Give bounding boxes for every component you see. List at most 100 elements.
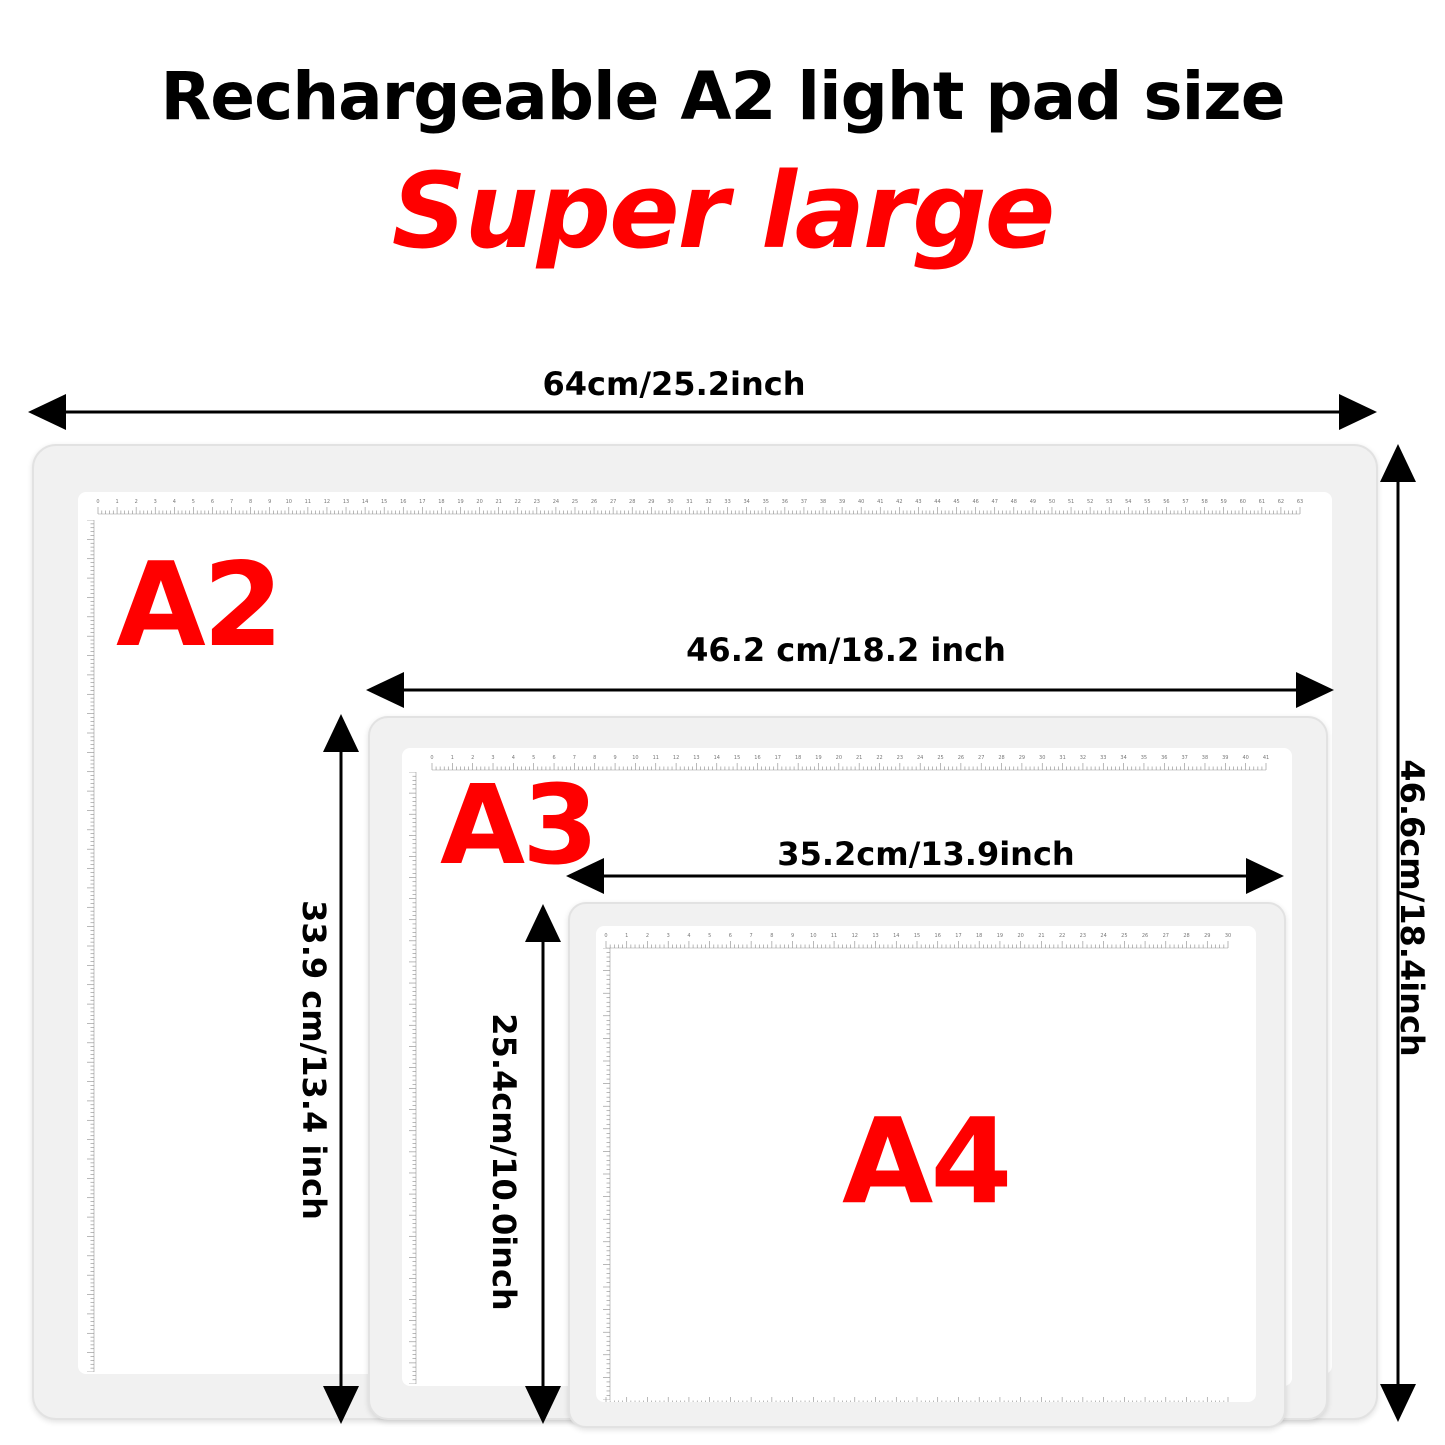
ruler-number: 56 bbox=[1163, 499, 1169, 505]
ruler-number: 21 bbox=[856, 755, 862, 761]
ruler-number: 43 bbox=[915, 499, 921, 505]
ruler-number: 9 bbox=[268, 499, 271, 505]
ruler-number: 31 bbox=[686, 499, 692, 505]
ruler-number: 37 bbox=[1181, 755, 1187, 761]
ruler-number: 47 bbox=[992, 499, 998, 505]
ruler-number: 22 bbox=[515, 499, 521, 505]
ruler-number: 33 bbox=[724, 499, 730, 505]
ruler-number: 18 bbox=[795, 755, 801, 761]
ruler-number: 62 bbox=[1278, 499, 1284, 505]
ruler-number: 10 bbox=[810, 933, 816, 939]
ruler-number: 20 bbox=[476, 499, 482, 505]
ruler-number: 28 bbox=[629, 499, 635, 505]
ruler-number: 35 bbox=[763, 499, 769, 505]
ruler-number: 44 bbox=[934, 499, 940, 505]
ruler-number: 3 bbox=[154, 499, 157, 505]
ruler-number: 12 bbox=[324, 499, 330, 505]
ruler-number: 12 bbox=[852, 933, 858, 939]
ruler-number: 58 bbox=[1201, 499, 1207, 505]
a3-size-label: A3 bbox=[440, 761, 599, 889]
ruler-number: 32 bbox=[1080, 755, 1086, 761]
ruler-number: 29 bbox=[1019, 755, 1025, 761]
ruler-number: 7 bbox=[573, 755, 576, 761]
ruler-number: 22 bbox=[876, 755, 882, 761]
ruler-number: 19 bbox=[457, 499, 463, 505]
ruler-number: 13 bbox=[343, 499, 349, 505]
ruler-number: 29 bbox=[648, 499, 654, 505]
ruler-number: 27 bbox=[1163, 933, 1169, 939]
ruler-number: 14 bbox=[714, 755, 720, 761]
ruler-number: 30 bbox=[1039, 755, 1045, 761]
ruler-number: 3 bbox=[667, 933, 670, 939]
ruler-number: 5 bbox=[532, 755, 535, 761]
a4-width-arrowhead-left bbox=[566, 858, 604, 894]
ruler-number: 0 bbox=[96, 499, 99, 505]
ruler-number: 34 bbox=[744, 499, 750, 505]
ruler-number: 25 bbox=[937, 755, 943, 761]
ruler-number: 51 bbox=[1068, 499, 1074, 505]
ruler-number: 52 bbox=[1087, 499, 1093, 505]
a4-width-arrowhead-right bbox=[1246, 858, 1284, 894]
ruler-number: 46 bbox=[972, 499, 978, 505]
ruler-number: 50 bbox=[1049, 499, 1055, 505]
ruler-number: 12 bbox=[673, 755, 679, 761]
ruler-number: 6 bbox=[211, 499, 214, 505]
ruler-number: 16 bbox=[935, 933, 941, 939]
ruler-number: 34 bbox=[1120, 755, 1126, 761]
a2-width-label: 64cm/25.2inch bbox=[542, 365, 806, 403]
ruler-number: 25 bbox=[1121, 933, 1127, 939]
ruler-number: 53 bbox=[1106, 499, 1112, 505]
ruler-number: 25 bbox=[572, 499, 578, 505]
a2-width-arrowhead-left bbox=[28, 394, 66, 430]
ruler-number: 24 bbox=[917, 755, 923, 761]
ruler-number: 29 bbox=[1204, 933, 1210, 939]
ruler-number: 9 bbox=[613, 755, 616, 761]
ruler-number: 22 bbox=[1059, 933, 1065, 939]
ruler-number: 48 bbox=[1011, 499, 1017, 505]
ruler-number: 13 bbox=[872, 933, 878, 939]
ruler-number: 16 bbox=[400, 499, 406, 505]
ruler-number: 7 bbox=[750, 933, 753, 939]
ruler-number: 21 bbox=[495, 499, 501, 505]
ruler-number: 5 bbox=[192, 499, 195, 505]
ruler-number: 17 bbox=[775, 755, 781, 761]
ruler-number: 59 bbox=[1220, 499, 1226, 505]
ruler-number: 10 bbox=[632, 755, 638, 761]
a2-width-arrowhead-right bbox=[1339, 394, 1377, 430]
a4-height-label: 25.4cm/10.0inch bbox=[485, 1013, 523, 1311]
a4-size-label: A4 bbox=[842, 1092, 1012, 1230]
a2-height-arrowhead-bottom bbox=[1380, 1384, 1416, 1422]
ruler-number: 4 bbox=[173, 499, 176, 505]
ruler-number: 35 bbox=[1141, 755, 1147, 761]
ruler-number: 39 bbox=[1222, 755, 1228, 761]
ruler-number: 24 bbox=[1100, 933, 1106, 939]
ruler-number: 41 bbox=[1263, 755, 1269, 761]
ruler-number: 3 bbox=[491, 755, 494, 761]
ruler-number: 55 bbox=[1144, 499, 1150, 505]
ruler-number: 27 bbox=[978, 755, 984, 761]
ruler-number: 0 bbox=[604, 933, 607, 939]
ruler-number: 33 bbox=[1100, 755, 1106, 761]
ruler-number: 32 bbox=[705, 499, 711, 505]
ruler-number: 17 bbox=[955, 933, 961, 939]
ruler-number: 45 bbox=[953, 499, 959, 505]
ruler-number: 15 bbox=[914, 933, 920, 939]
ruler-number: 24 bbox=[553, 499, 559, 505]
ruler-number: 54 bbox=[1125, 499, 1131, 505]
ruler-number: 14 bbox=[362, 499, 368, 505]
ruler-number: 18 bbox=[976, 933, 982, 939]
ruler-number: 40 bbox=[858, 499, 864, 505]
ruler-number: 20 bbox=[836, 755, 842, 761]
ruler-number: 11 bbox=[831, 933, 837, 939]
ruler-number: 37 bbox=[801, 499, 807, 505]
ruler-number: 27 bbox=[610, 499, 616, 505]
ruler-number: 49 bbox=[1030, 499, 1036, 505]
ruler-number: 26 bbox=[591, 499, 597, 505]
ruler-number: 8 bbox=[770, 933, 773, 939]
ruler-number: 23 bbox=[897, 755, 903, 761]
ruler-number: 1 bbox=[115, 499, 118, 505]
ruler-number: 40 bbox=[1242, 755, 1248, 761]
